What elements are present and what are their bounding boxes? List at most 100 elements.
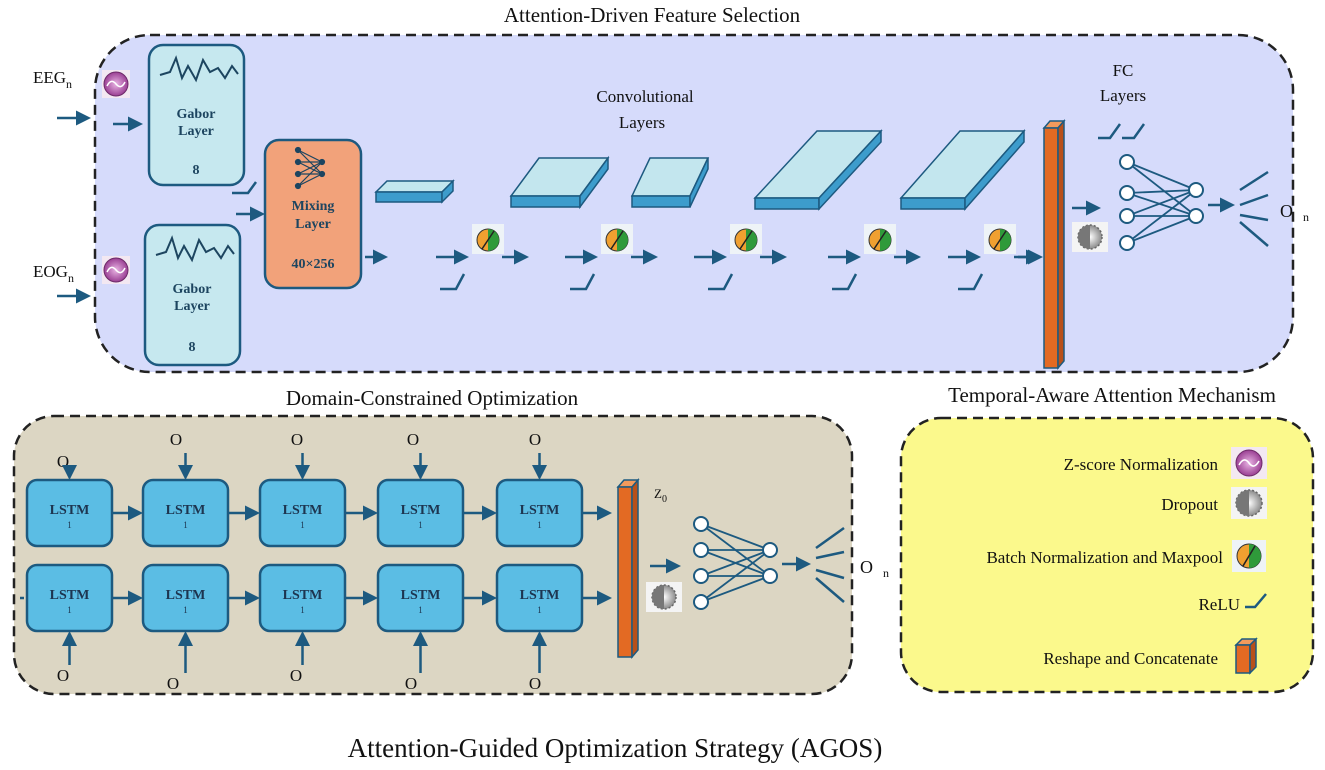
relu-icon [1245, 593, 1267, 609]
lstm-input-label: O [57, 452, 69, 471]
svg-text:LSTM: LSTM [520, 503, 560, 518]
lstm-input-label: O [167, 674, 179, 693]
fc-layers-label: FC [1113, 61, 1134, 80]
fc-layers-label: Layers [1100, 86, 1146, 105]
bottom-left-title: Domain-Constrained Optimization [286, 386, 579, 410]
lstm-cell: LSTM 1 [495, 478, 584, 548]
svg-text:Layer: Layer [178, 124, 214, 139]
svg-text:1: 1 [183, 520, 188, 530]
svg-text:1: 1 [67, 520, 72, 530]
eog-input: EOGn [33, 262, 91, 304]
lstm-cell: LSTM 1 [495, 563, 584, 633]
main-title: Attention-Guided Optimization Strategy (… [348, 733, 883, 763]
legend-batchnorm-label: Batch Normalization and Maxpool [986, 548, 1223, 567]
dropout-icon [646, 582, 682, 612]
batchnorm-icon [601, 224, 633, 254]
svg-text:1: 1 [418, 605, 423, 615]
relu-icon [708, 273, 734, 291]
relu-icon [570, 273, 596, 291]
svg-text:8: 8 [189, 340, 196, 355]
output-fan [815, 526, 845, 603]
svg-text:LSTM: LSTM [283, 503, 323, 518]
mixing-layer: Mixing Layer 40×256 [263, 138, 363, 290]
conv-layers-label: Convolutional [596, 87, 694, 106]
neuron [693, 516, 709, 532]
lstm-input-label: O [405, 674, 417, 693]
relu-icon [440, 273, 466, 291]
batchnorm-icon [472, 224, 504, 254]
gabor-wave-icon [159, 55, 239, 83]
z-label: Z0 [654, 486, 667, 505]
neuron [762, 542, 778, 558]
svg-text:1: 1 [537, 605, 542, 615]
reshape-concat-bar [1042, 118, 1066, 371]
neuron [693, 594, 709, 610]
conv-layer [753, 129, 883, 211]
neuron [1119, 185, 1135, 201]
relu-icon [1098, 123, 1122, 140]
svg-text:LSTM: LSTM [166, 503, 206, 518]
top-panel [93, 33, 1295, 374]
neuron [762, 568, 778, 584]
svg-text:1: 1 [300, 520, 305, 530]
svg-text:Gabor: Gabor [177, 107, 216, 122]
lstm-input-label: O [529, 430, 541, 449]
legend-zscore-label: Z-score Normalization [1064, 455, 1219, 474]
legend-reshape-label: Reshape and Concatenate [1043, 649, 1218, 668]
lstm-cell: LSTM 1 [25, 563, 114, 633]
lstm-input-label: O [290, 666, 302, 685]
legend-dropout-label: Dropout [1161, 495, 1218, 514]
svg-text:1: 1 [300, 605, 305, 615]
svg-text:Layer: Layer [295, 217, 331, 232]
gabor-wave-icon [155, 235, 235, 263]
relu-icon [1122, 123, 1146, 140]
fc-network [1119, 154, 1204, 251]
batchnorm-icon [1232, 540, 1266, 572]
lstm-cell: LSTM 1 [141, 563, 230, 633]
conv-layer [374, 179, 455, 204]
svg-text:8: 8 [193, 163, 200, 178]
lstm-cell: LSTM 1 [25, 478, 114, 548]
svg-text:LSTM: LSTM [50, 503, 90, 518]
svg-text:Mixing: Mixing [292, 199, 335, 214]
lstm-cell: LSTM 1 [258, 478, 347, 548]
lstm-cell: LSTM 1 [141, 478, 230, 548]
svg-text:Gabor: Gabor [173, 282, 212, 297]
relu-icon [958, 273, 984, 291]
legend-relu-label: ReLU [1198, 595, 1240, 614]
svg-text:40×256: 40×256 [292, 257, 335, 272]
zscore-icon [102, 256, 130, 284]
svg-text:1: 1 [418, 520, 423, 530]
svg-text:LSTM: LSTM [166, 588, 206, 603]
conv-layer [899, 129, 1026, 211]
lstm-input-label: O [407, 430, 419, 449]
gabor-layer-eeg: Gabor Layer 8 [147, 43, 246, 187]
svg-text:1: 1 [183, 605, 188, 615]
neuron [1119, 154, 1135, 170]
legend-panel [899, 416, 1315, 694]
batchnorm-icon [864, 224, 896, 254]
svg-text:LSTM: LSTM [50, 588, 90, 603]
lstm-input-label: O [57, 666, 69, 685]
neuron [1119, 235, 1135, 251]
svg-text:1: 1 [67, 605, 72, 615]
svg-text:1: 1 [537, 520, 542, 530]
reshape-concat-icon [1234, 637, 1258, 675]
relu-icon [832, 273, 858, 291]
zscore-icon [102, 70, 130, 98]
lstm-cell: LSTM 1 [376, 478, 465, 548]
neuron [693, 568, 709, 584]
dropout-icon [1231, 487, 1267, 519]
svg-text:LSTM: LSTM [283, 588, 323, 603]
svg-text:LSTM: LSTM [401, 503, 441, 518]
lstm-cell: LSTM 1 [258, 563, 347, 633]
zscore-icon [1231, 447, 1267, 479]
top-panel-title: Attention-Driven Feature Selection [504, 3, 801, 27]
reshape-concat-bar [616, 477, 640, 660]
svg-text:LSTM: LSTM [520, 588, 560, 603]
eeg-input: EEGn [33, 68, 91, 126]
